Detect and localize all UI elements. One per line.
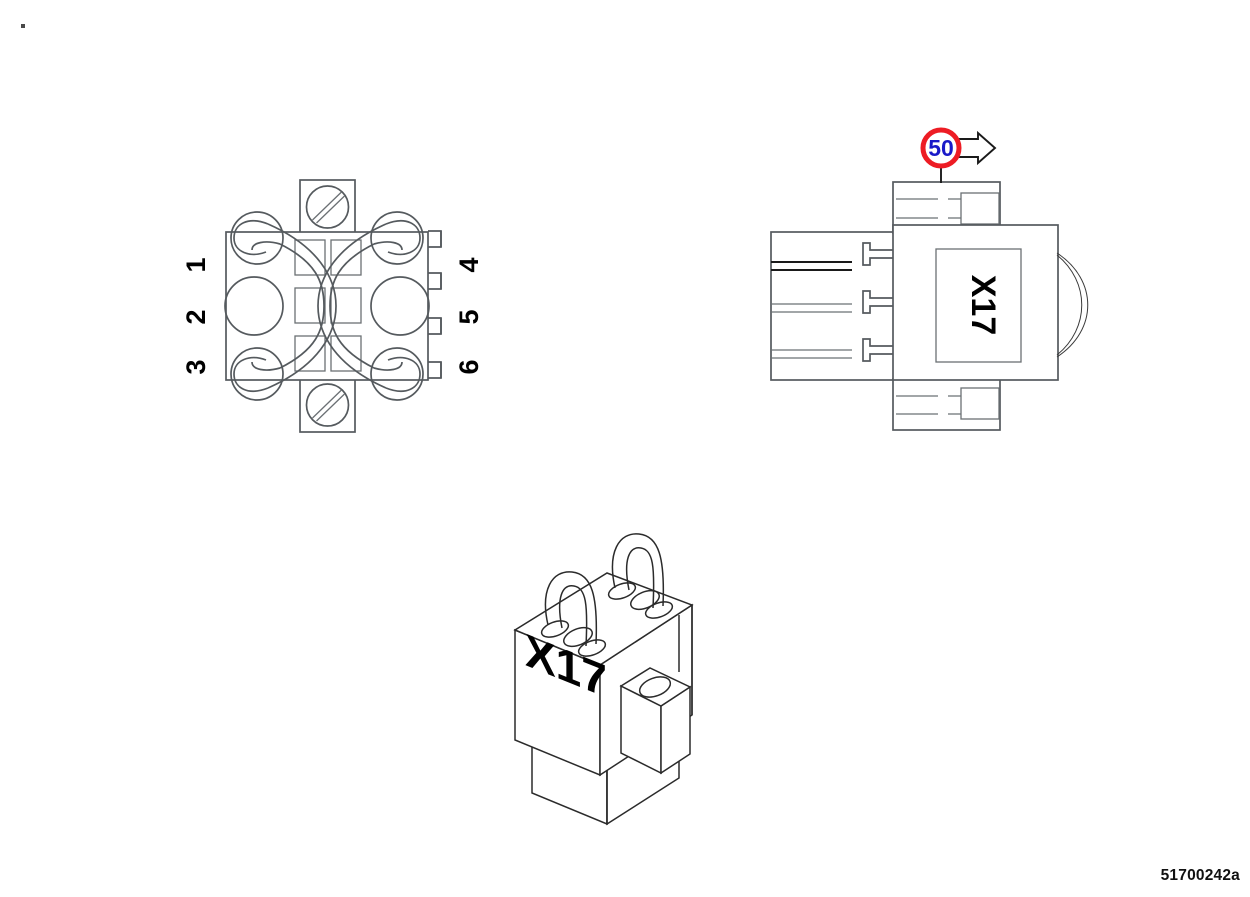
edge-tab-group [427,230,442,379]
corner-artifact-mark [21,24,25,28]
bottom-mounting-tab [892,378,1001,431]
pin-label-5: 5 [454,309,484,324]
cavity [294,335,326,372]
front-pin-view: 1 2 3 4 5 6 [181,179,484,433]
bottom-screw-boss [299,377,356,433]
cavity [330,335,362,372]
pin-labels-right: 4 5 6 [454,257,484,374]
cavity [330,239,362,276]
label-box-side [935,248,1022,363]
pin-labels-left: 1 2 3 [181,257,211,374]
pin-label-6: 6 [454,359,484,374]
connector-body-front [225,231,429,381]
iso-side-block [619,667,692,775]
part-number-label: 51700242a [1160,867,1240,884]
retention-bail [1056,252,1089,358]
top-screw-boss [299,179,356,235]
component-label-side: X17 [964,275,1002,336]
callout-arrow-icon [956,130,997,166]
side-wiring-view: X17 50 [770,127,1089,431]
isometric-view: X17 [513,533,694,826]
bail-hole [577,639,607,657]
iso-top-holes [540,582,674,657]
cavity-grid [294,239,362,372]
vent-hole [563,626,593,648]
cavity [294,239,326,276]
callout-badge[interactable]: 50 [920,127,962,169]
wire-pairs [771,261,852,359]
callout-ring [920,127,962,169]
pin-label-2: 2 [181,309,211,324]
pin-label-3: 3 [181,359,211,374]
vent-hole [630,589,660,611]
cavity [294,287,326,324]
iso-block-hole [638,676,672,698]
iso-bail-handle-left [544,571,598,647]
iso-bail-handle-right [611,533,665,609]
pin-label-4: 4 [454,257,484,272]
pin-label-1: 1 [181,257,211,272]
callout-number: 50 [928,135,954,161]
